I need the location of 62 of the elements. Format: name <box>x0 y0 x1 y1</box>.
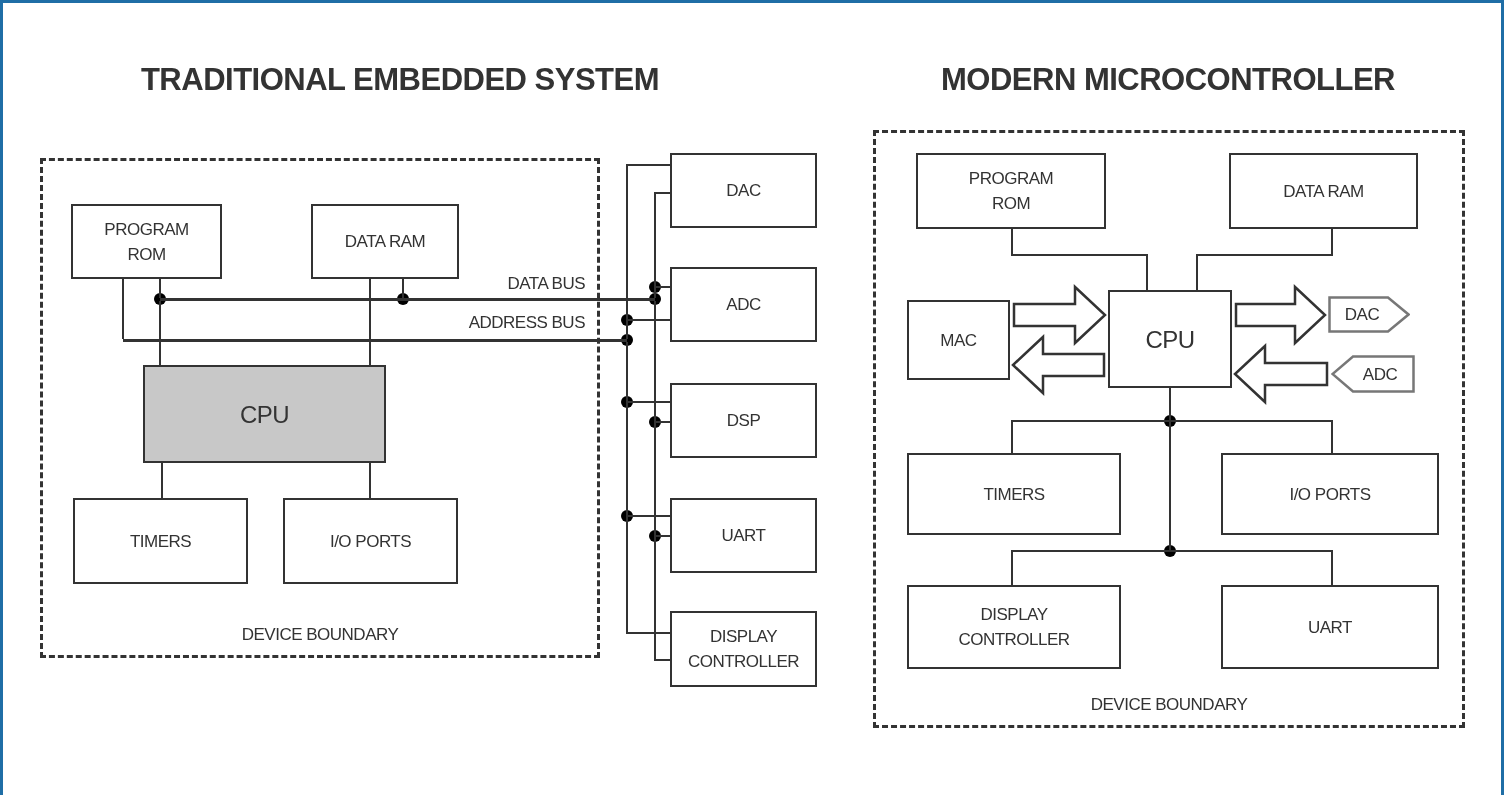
bus-bar <box>160 298 655 301</box>
block-label: DAC <box>726 180 761 202</box>
signal-tag <box>1328 296 1410 333</box>
block-arrow <box>1234 284 1327 346</box>
block-box <box>670 153 817 228</box>
block-arrow <box>1011 334 1106 396</box>
block-label: CPU <box>1145 326 1195 352</box>
connector-line <box>159 278 161 299</box>
block-box <box>73 498 248 584</box>
connector-line <box>159 300 161 366</box>
connector-line <box>122 278 124 340</box>
block-box <box>670 498 817 573</box>
block-label: TIMERS <box>983 483 1045 506</box>
block-label: PROGRAM ROM <box>103 218 190 266</box>
block-label: DATA RAM <box>344 231 426 253</box>
block-label: DISPLAY CONTROLLER <box>686 626 801 673</box>
connector-line <box>402 278 404 299</box>
signal-tag <box>1331 355 1415 393</box>
block-box <box>143 365 386 463</box>
block-label: UART <box>721 525 766 547</box>
block-label: ADC <box>726 294 761 316</box>
boundary-label: DEVICE BOUNDARY <box>240 624 400 646</box>
section-heading: MODERN MICROCONTROLLER <box>941 62 1395 98</box>
block-box <box>1221 585 1439 669</box>
block-label: DATA RAM <box>1283 180 1364 203</box>
bus-label: ADDRESS BUS <box>468 313 585 333</box>
block-label: I/O PORTS <box>1289 483 1371 506</box>
block-label: I/O PORTS <box>329 530 412 553</box>
boundary-label: DEVICE BOUNDARY <box>1089 694 1249 716</box>
section-heading: TRADITIONAL EMBEDDED SYSTEM <box>140 62 660 98</box>
bus-label: DATA BUS <box>507 274 585 294</box>
block-arrow <box>1012 284 1107 346</box>
block-box <box>1221 453 1439 535</box>
block-label: DSP <box>726 410 761 432</box>
block-box <box>670 267 817 342</box>
block-label: CPU <box>239 401 290 427</box>
block-box <box>916 153 1106 229</box>
block-box <box>1229 153 1418 229</box>
connector-line <box>369 462 371 499</box>
device-boundary <box>40 158 600 658</box>
block-label: UART <box>1308 616 1352 639</box>
block-box <box>71 204 222 279</box>
block-box <box>283 498 458 584</box>
block-box <box>907 300 1010 380</box>
block-label: PROGRAM ROM <box>967 168 1055 215</box>
block-label: DAC <box>1344 304 1380 326</box>
block-box <box>1108 290 1232 388</box>
connector-line <box>1011 228 1148 291</box>
connector-line <box>369 278 371 366</box>
block-label: MAC <box>940 329 977 352</box>
block-box <box>907 585 1121 669</box>
block-arrow <box>1233 343 1329 405</box>
connector-line <box>1196 228 1333 291</box>
device-boundary <box>873 130 1465 728</box>
block-label: DISPLAY CONTROLLER <box>957 604 1071 651</box>
block-box <box>670 611 817 687</box>
block-box <box>311 204 459 279</box>
block-box <box>907 453 1121 535</box>
block-label: TIMERS <box>129 530 192 553</box>
block-label: ADC <box>1362 363 1398 386</box>
connector-line <box>161 462 163 499</box>
block-box <box>670 383 817 458</box>
